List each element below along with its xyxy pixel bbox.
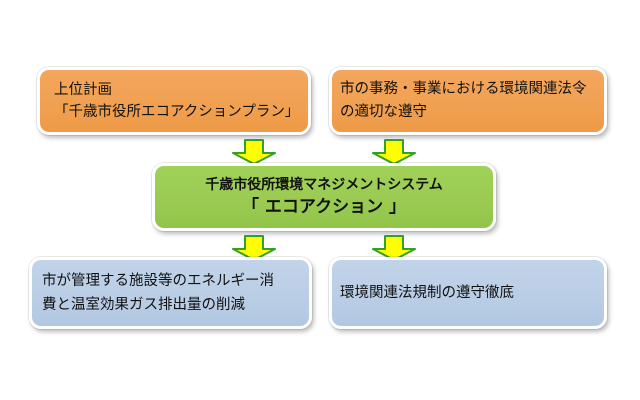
box-regulation-compliance-outcome: 環境関連法規制の遵守徹底 bbox=[329, 257, 607, 329]
box-regulation-compliance-outcome-line1: 環境関連法規制の遵守徹底 bbox=[340, 285, 514, 301]
down-arrow-icon bbox=[232, 235, 276, 261]
down-arrow-icon bbox=[232, 139, 276, 165]
box-eco-action-system-line1: 千歳市役所環境マネジメントシステム bbox=[205, 177, 443, 193]
down-arrow-shape bbox=[372, 139, 416, 165]
down-arrow-icon bbox=[372, 235, 416, 261]
box-legal-compliance-input-line2: の適切な遵守 bbox=[340, 104, 427, 120]
down-arrow-shape bbox=[232, 235, 276, 261]
box-eco-action-system-line2: 「 エコアクション 」 bbox=[242, 197, 406, 217]
box-energy-reduction-outcome: 市が管理する施設等のエネルギー消 費と温室効果ガス排出量の削減 bbox=[29, 257, 312, 329]
box-upper-plan-line1: 上位計画 bbox=[54, 82, 112, 98]
box-eco-action-system: 千歳市役所環境マネジメントシステム 「 エコアクション 」 bbox=[152, 163, 496, 231]
box-upper-plan: 上位計画 「千歳市役所エコアクションプラン」 bbox=[37, 67, 311, 135]
box-energy-reduction-outcome-line1: 市が管理する施設等のエネルギー消 bbox=[42, 273, 274, 289]
box-legal-compliance-input: 市の事務・事業における環境関連法令 の適切な遵守 bbox=[329, 67, 607, 135]
box-legal-compliance-input-line1: 市の事務・事業における環境関連法令 bbox=[340, 81, 587, 97]
box-upper-plan-line2: 「千歳市役所エコアクションプラン」 bbox=[54, 104, 300, 120]
down-arrow-shape bbox=[232, 139, 276, 165]
box-energy-reduction-outcome-line2: 費と温室効果ガス排出量の削減 bbox=[42, 297, 245, 313]
down-arrow-icon bbox=[372, 139, 416, 165]
down-arrow-shape bbox=[372, 235, 416, 261]
